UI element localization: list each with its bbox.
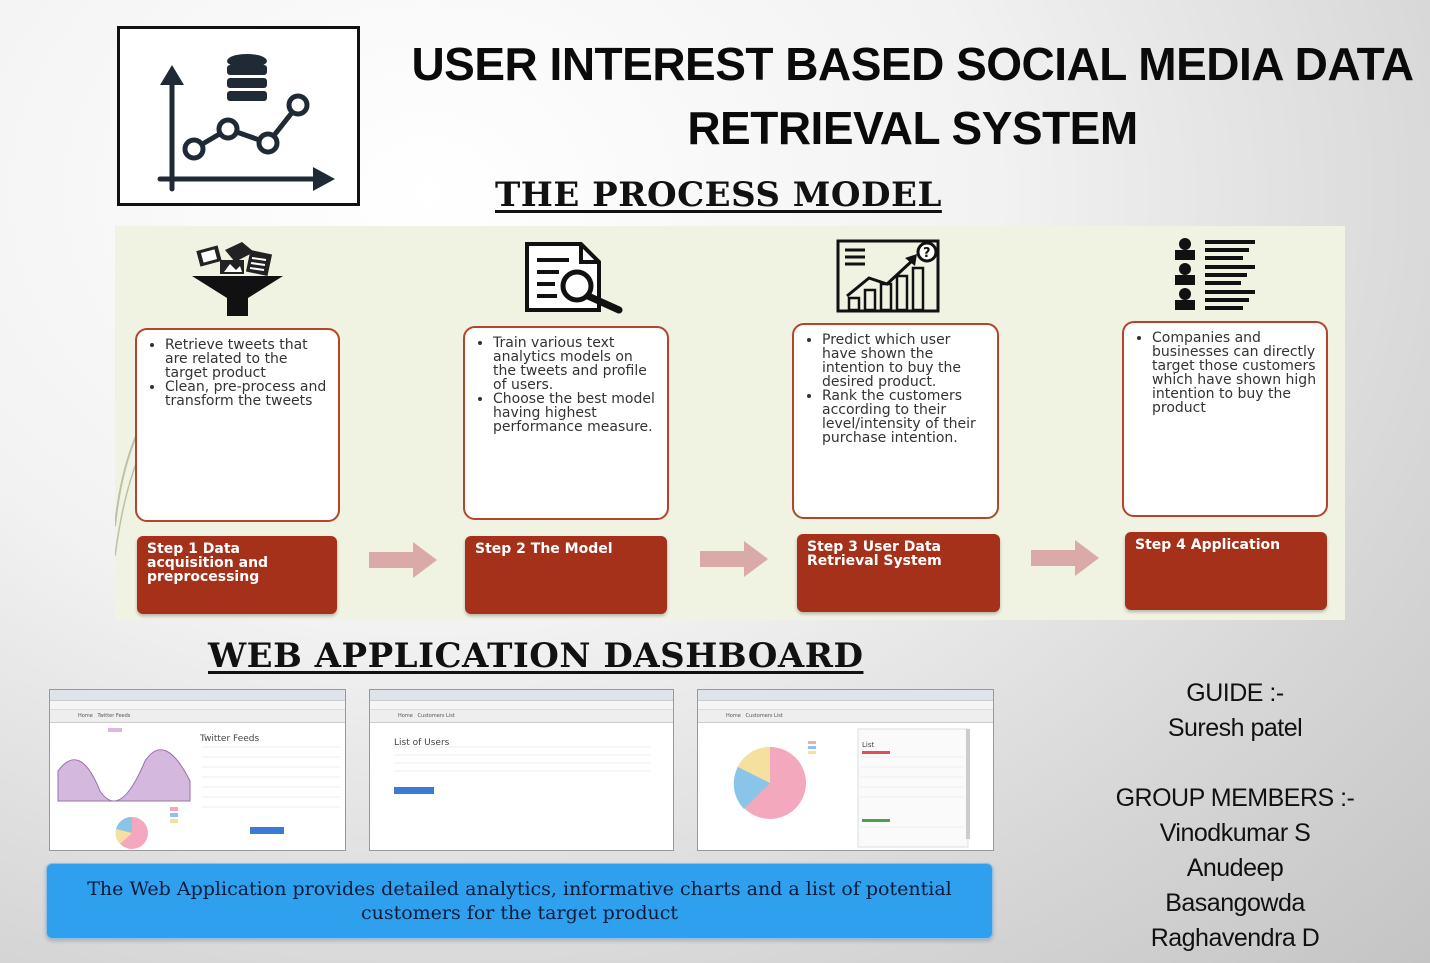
user-levels-title: List	[862, 741, 875, 749]
step-3-bullet-1: Predict which user have shown the intent…	[822, 333, 989, 389]
member-name: Raghavendra D	[1150, 924, 1320, 952]
web-dashboard-heading: WEB APPLICATION DASHBOARD	[208, 636, 864, 676]
flow-arrow-icon	[369, 542, 437, 578]
step-1-description: Retrieve tweets that are related to the …	[135, 328, 340, 522]
step-1-label: Step 1 Data acquisition and preprocessin…	[137, 536, 337, 614]
project-logo	[117, 26, 360, 206]
member-name: Vinodkumar S	[1159, 819, 1311, 847]
dashboard-caption: The Web Application provides detailed an…	[46, 863, 993, 939]
twitter-feeds-screenshot: Home Twitter Feeds Twitter Feeds	[49, 689, 346, 851]
growth-chart-question-icon: ?	[836, 239, 940, 313]
process-model-panel: ? Retrieve tweets that are related to th…	[115, 226, 1345, 620]
users-table	[394, 746, 650, 794]
purchase-intention-pie-chart	[733, 728, 970, 848]
step-3-bullet-2: Rank the customers according to their le…	[822, 389, 989, 445]
flow-arrow-icon	[700, 541, 768, 577]
funnel-media-icon	[192, 242, 283, 316]
list-of-users-title: List of Users	[394, 738, 450, 748]
guide-label: GUIDE :-	[1186, 679, 1284, 707]
member-name: Anudeep	[1186, 854, 1284, 882]
step-2-bullet-2: Choose the best model having highest per…	[493, 392, 659, 434]
twitter-feeds-title: Twitter Feeds	[200, 734, 260, 744]
process-model-heading: THE PROCESS MODEL	[495, 175, 942, 215]
analytics-area-chart	[57, 728, 340, 849]
step-4-label: Step 4 Application	[1125, 532, 1327, 610]
title-line-1: USER INTEREST BASED SOCIAL MEDIA DATA	[411, 38, 1414, 90]
dashboard-caption-text: The Web Application provides detailed an…	[87, 878, 952, 924]
step-3-label: Step 3 User Data Retrieval System	[797, 534, 1000, 612]
svg-text:?: ?	[923, 246, 931, 261]
step-3-description: Predict which user have shown the intent…	[792, 323, 999, 519]
step-1-bullet-2: Clean, pre-process and transform the twe…	[165, 380, 330, 408]
credits-spacer	[1100, 746, 1370, 781]
step-4-description: Companies and businesses can directly ta…	[1122, 321, 1328, 517]
list-of-users-screenshot: Home Customers List List of Users	[369, 689, 674, 851]
member-name: Basangowda	[1165, 889, 1305, 917]
credits-block: GUIDE :- Suresh patel GROUP MEMBERS :- V…	[1100, 676, 1370, 956]
poster-title: USER INTEREST BASED SOCIAL MEDIA DATA RE…	[400, 32, 1425, 160]
title-line-2: RETRIEVAL SYSTEM	[687, 102, 1138, 154]
step-4-bullet-1: Companies and businesses can directly ta…	[1152, 331, 1318, 415]
user-list-icon	[1175, 238, 1255, 310]
guide-name: Suresh patel	[1167, 714, 1303, 742]
step-2-label: Step 2 The Model	[465, 536, 667, 614]
step-1-bullet-1: Retrieve tweets that are related to the …	[165, 338, 330, 380]
flow-arrow-icon	[1031, 540, 1099, 576]
group-members-label: GROUP MEMBERS :-	[1115, 784, 1355, 812]
user-levels-screenshot: Home Customers List List	[697, 689, 994, 851]
step-2-description: Train various text analytics models on t…	[463, 326, 669, 520]
step-2-bullet-1: Train various text analytics models on t…	[493, 336, 659, 392]
database-line-chart-icon	[157, 54, 335, 192]
document-search-icon	[525, 242, 623, 314]
